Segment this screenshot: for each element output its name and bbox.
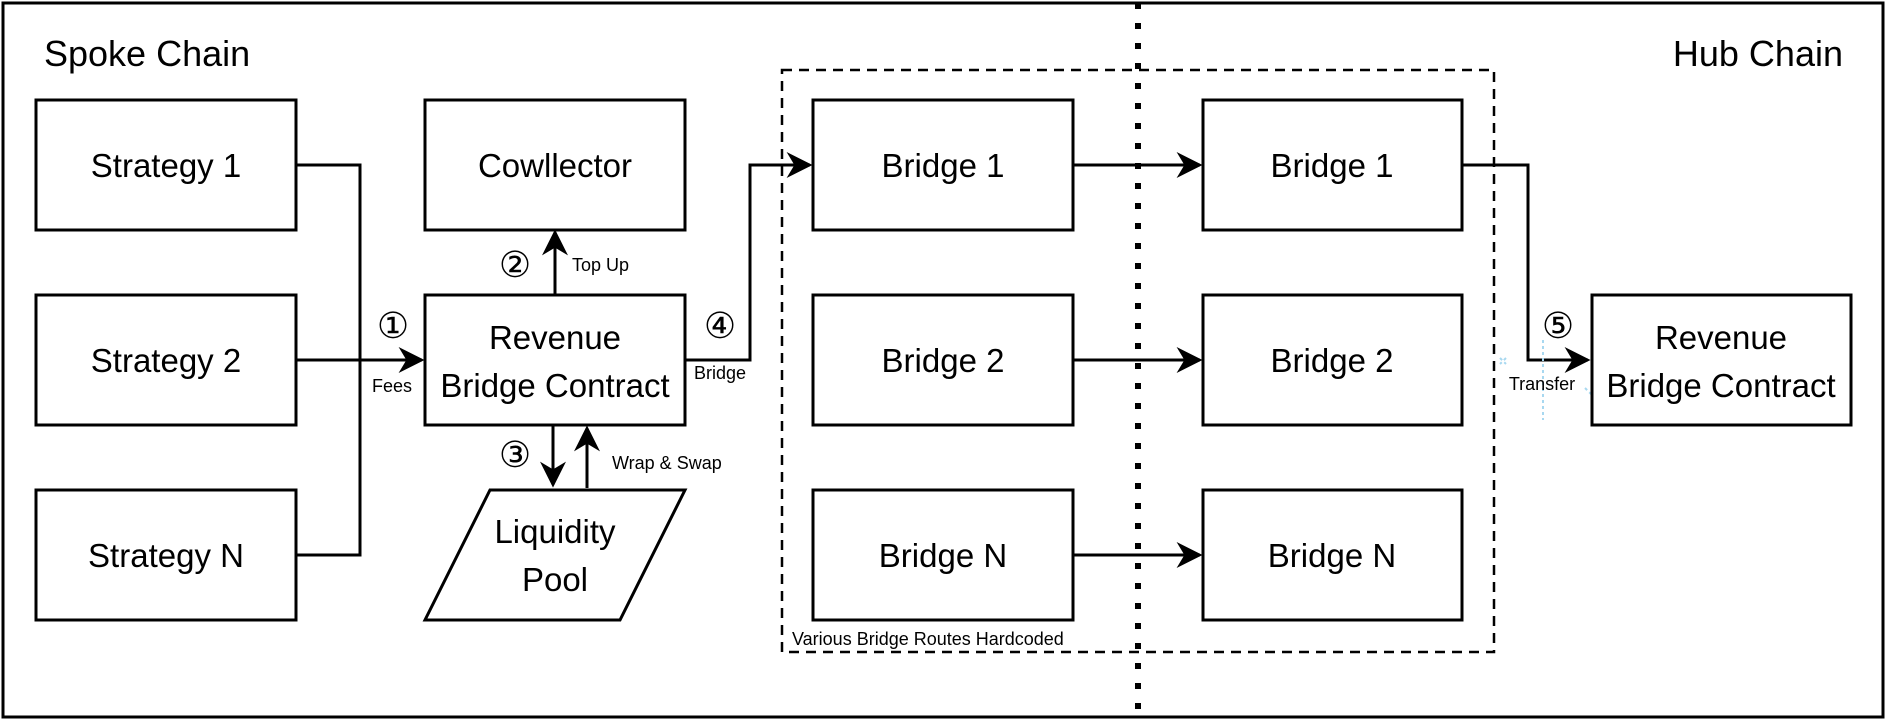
bridge-routes-group [780, 68, 1496, 654]
connector-strategy-1 [296, 163, 362, 360]
strategy-2-box[interactable]: Strategy 2 [34, 293, 298, 427]
wrap-swap-label: Wrap & Swap [612, 453, 722, 473]
connector-transfer [1462, 163, 1591, 373]
step-3-marker: ③ [499, 434, 531, 475]
hub-bridge-2-box[interactable]: Bridge 2 [1201, 293, 1464, 427]
top-up-label: Top Up [572, 255, 629, 275]
strategy-1-box[interactable]: Strategy 1 [34, 98, 298, 232]
liquidity-pool-shape[interactable]: Liquidity Pool [422, 488, 688, 622]
connector-bridge-out [685, 152, 813, 362]
liquidity-pool-label-line1: Liquidity [494, 513, 616, 550]
spoke-bridge-n-label: Bridge N [879, 537, 1007, 574]
spoke-bridge-1-box[interactable]: Bridge 1 [811, 98, 1075, 232]
strategy-n-label: Strategy N [88, 537, 244, 574]
step-2-marker: ② [499, 244, 531, 285]
hub-bridge-n-label: Bridge N [1268, 537, 1396, 574]
cowllector-box[interactable]: Cowllector [423, 98, 687, 232]
revenue-bridge-hub-box[interactable]: Revenue Bridge Contract [1590, 293, 1853, 427]
strategy-n-box[interactable]: Strategy N [34, 488, 298, 622]
transfer-label: Transfer [1509, 374, 1575, 394]
revenue-bridge-spoke-label-line1: Revenue [489, 319, 621, 356]
spoke-bridge-2-label: Bridge 2 [882, 342, 1005, 379]
bridge-label: Bridge [694, 363, 746, 383]
hub-bridge-2-label: Bridge 2 [1271, 342, 1394, 379]
spoke-bridge-n-box[interactable]: Bridge N [811, 488, 1075, 622]
spoke-chain-title: Spoke Chain [44, 33, 250, 74]
hub-chain-title: Hub Chain [1673, 33, 1843, 74]
strategy-1-label: Strategy 1 [91, 147, 241, 184]
liquidity-pool-label-line2: Pool [522, 561, 588, 598]
connector-strategy-n [296, 360, 362, 557]
cowllector-label: Cowllector [478, 147, 632, 184]
spoke-bridge-2-box[interactable]: Bridge 2 [811, 293, 1075, 427]
step-4-marker: ④ [704, 305, 736, 346]
revenue-bridge-hub-label-line2: Bridge Contract [1606, 367, 1835, 404]
revenue-bridge-spoke-box[interactable]: Revenue Bridge Contract [423, 293, 687, 427]
step-5-marker: ⑤ [1542, 305, 1574, 346]
hub-bridge-n-box[interactable]: Bridge N [1201, 488, 1464, 622]
spoke-bridge-1-label: Bridge 1 [882, 147, 1005, 184]
fees-label: Fees [372, 376, 412, 396]
revenue-bridge-spoke-label-line2: Bridge Contract [440, 367, 669, 404]
hub-bridge-1-box[interactable]: Bridge 1 [1201, 98, 1464, 232]
revenue-bridge-hub-label-line1: Revenue [1655, 319, 1787, 356]
strategy-2-label: Strategy 2 [91, 342, 241, 379]
hub-bridge-1-label: Bridge 1 [1271, 147, 1394, 184]
bridge-routes-note: Various Bridge Routes Hardcoded [792, 629, 1064, 649]
step-1-marker: ① [377, 305, 409, 346]
